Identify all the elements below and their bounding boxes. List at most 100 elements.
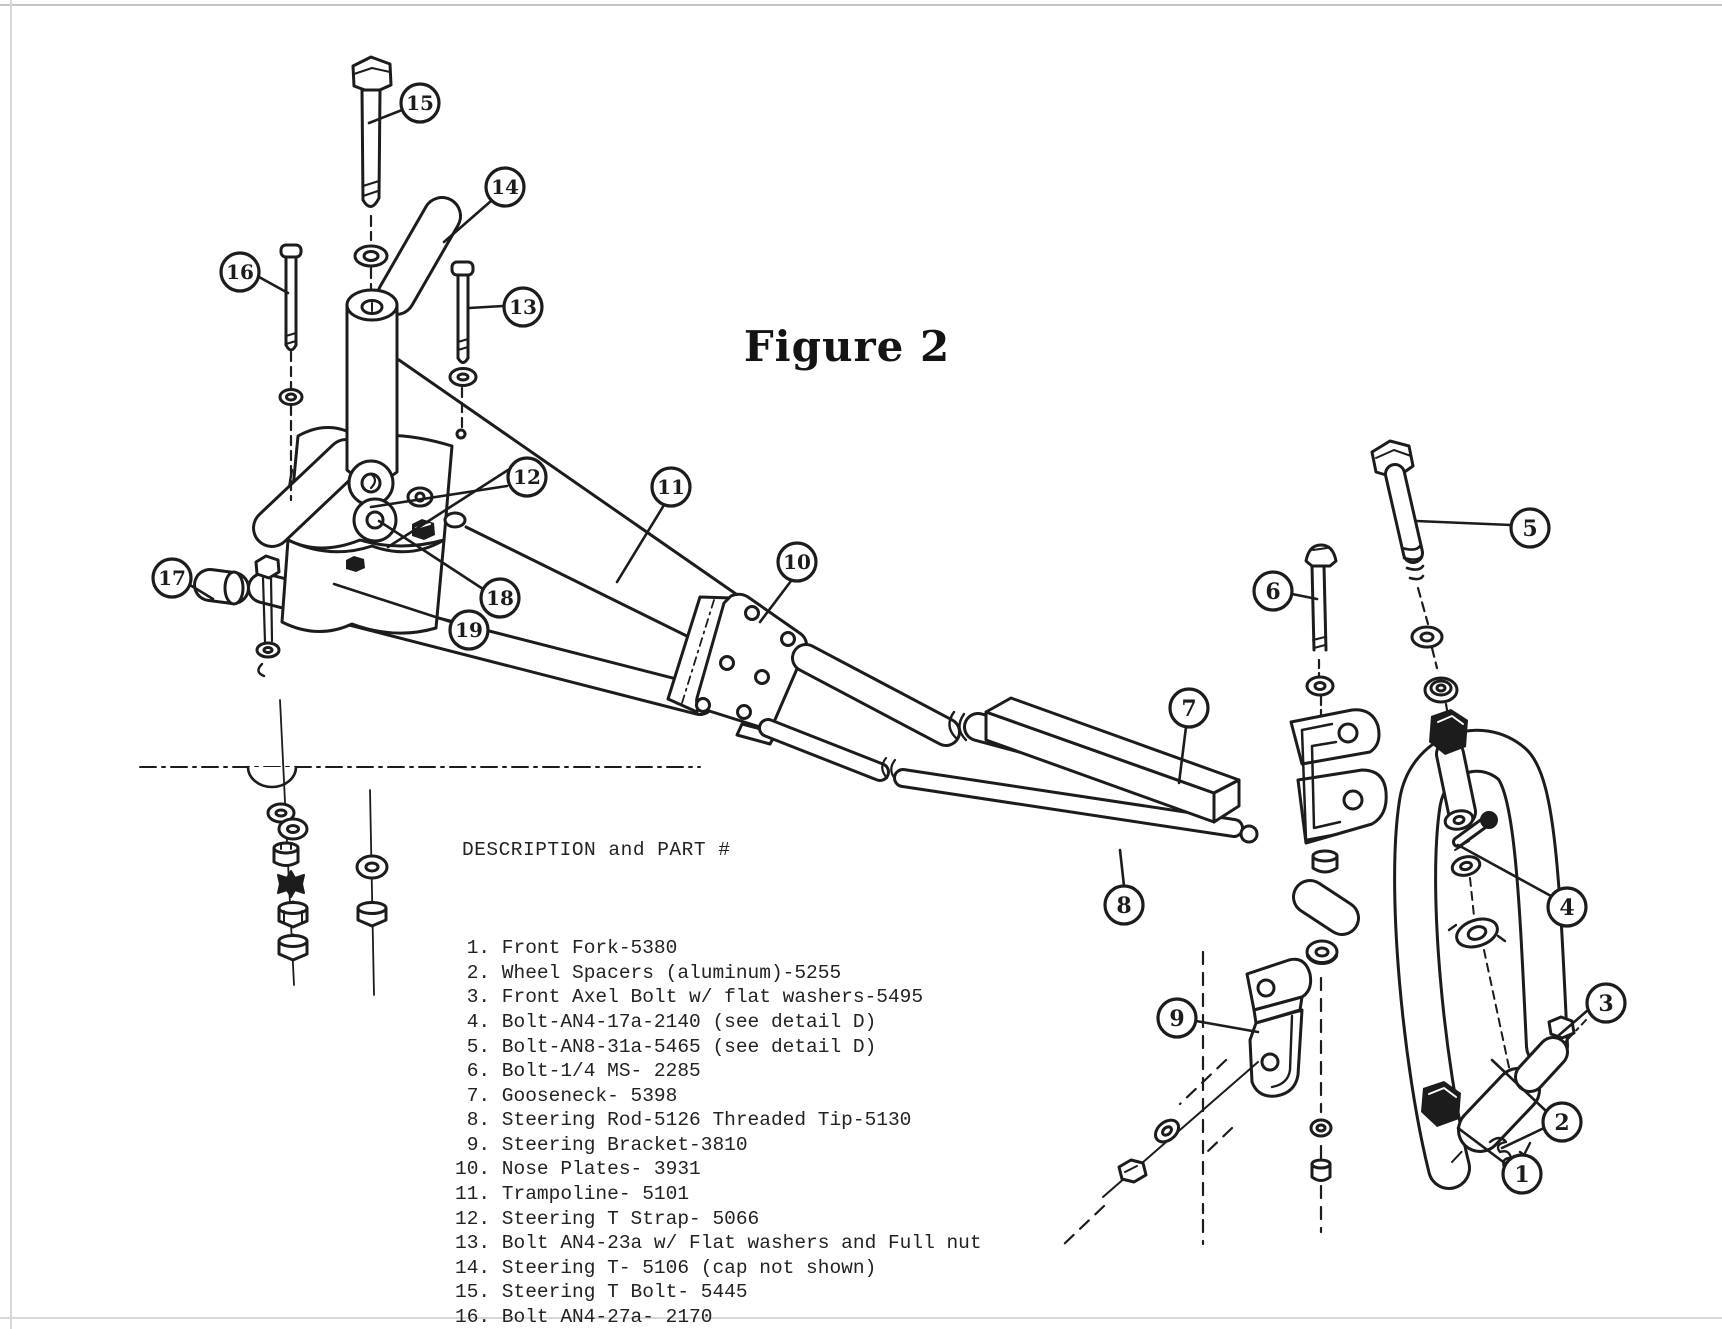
- bolt-13: [448, 260, 478, 440]
- callout-circle: [1546, 886, 1588, 928]
- callout-circle: [776, 541, 818, 583]
- callout-leader-line: [1414, 519, 1513, 527]
- callout-17: 17: [151, 557, 215, 601]
- part-list-item: 1. Front Fork-5380: [455, 937, 678, 960]
- part-list-item: 3. Front Axel Bolt w/ flat washers-5495: [455, 986, 924, 1009]
- figure-title: Figure 2: [743, 322, 951, 371]
- part-list-item: 13. Bolt AN4-23a w/ Flat washers and Ful…: [455, 1232, 982, 1255]
- part-list-item: 10. Nose Plates- 3931: [455, 1158, 701, 1181]
- callout-number: 17: [158, 566, 186, 590]
- callout-number: 4: [1559, 895, 1574, 921]
- callout-leader-line: [369, 484, 509, 509]
- callout-leader-line: [332, 582, 453, 624]
- callout-leader-line: [367, 108, 404, 125]
- callout-circle: [1585, 982, 1627, 1024]
- scan-edge-bottom: [0, 1317, 1722, 1319]
- callout-11: 11: [615, 466, 692, 584]
- callout-leader-line: [1556, 1008, 1590, 1038]
- callout-number: 7: [1181, 696, 1196, 722]
- scan-edge-top: [0, 4, 1722, 6]
- kingpin-bolt: [254, 554, 281, 678]
- callout-circle: [506, 456, 548, 498]
- parts-list-items: 1. Front Fork-5380 2. Wheel Spacers (alu…: [455, 936, 982, 1329]
- callout-leader-line: [1456, 1126, 1508, 1166]
- part-list-item: 8. Steering Rod-5126 Threaded Tip-5130: [455, 1109, 912, 1132]
- gooseneck-7: [984, 696, 1241, 824]
- bolt-16: [278, 243, 304, 502]
- construction-dashes: [1060, 950, 1333, 1248]
- callout-circle: [1103, 884, 1145, 926]
- callout-number: 8: [1116, 893, 1131, 919]
- callout-circle: [399, 82, 441, 124]
- callout-leader-line: [188, 583, 215, 601]
- rod-end-hardware: [1292, 849, 1360, 966]
- axle-and-spacers: [1421, 1015, 1587, 1172]
- centerlines-left: [139, 765, 701, 789]
- callout-leader-line: [758, 579, 793, 624]
- part-list-item: 12. Steering T Strap- 5066: [455, 1207, 760, 1230]
- callout-leader-line: [377, 519, 485, 591]
- callout-circle: [650, 466, 692, 508]
- callout-number: 14: [491, 175, 519, 199]
- callout-leader-line: [1118, 848, 1126, 888]
- callout-circle: [484, 166, 526, 208]
- callout-leader-line: [1490, 1058, 1548, 1113]
- callout-leader-line: [1177, 725, 1188, 785]
- callout-number: 15: [406, 91, 434, 115]
- callout-circle: [1168, 687, 1210, 729]
- fork-steering-arm: [1429, 709, 1477, 831]
- part-list-item: 6. Bolt-1/4 MS- 2285: [455, 1060, 701, 1083]
- part-list-item: 4. Bolt-AN4-17a-2140 (see detail D): [455, 1011, 877, 1033]
- callout-circle: [1501, 1153, 1543, 1195]
- callout-leader-line: [386, 468, 510, 549]
- callout-number: 11: [657, 475, 685, 499]
- callout-number: 10: [783, 550, 811, 574]
- callout-number: 5: [1522, 516, 1537, 542]
- part-list-item: 7. Gooseneck- 5398: [455, 1084, 678, 1107]
- callout-leader-line: [257, 275, 290, 295]
- steering-head-tube: [345, 288, 399, 483]
- callout-number: 16: [226, 260, 254, 284]
- part-list-item: 14. Steering T- 5106 (cap not shown): [455, 1256, 877, 1279]
- callout-number: 18: [486, 586, 514, 610]
- callout-leader-line: [467, 304, 505, 310]
- parts-list-header: DESCRIPTION and PART #: [462, 839, 731, 862]
- callout-number: 19: [455, 618, 483, 642]
- callout-circle: [1252, 570, 1294, 612]
- callout-circle: [1509, 507, 1551, 549]
- callout-10: 10: [758, 541, 818, 624]
- steering-washers: [347, 459, 398, 543]
- scan-edge-left: [10, 0, 12, 1329]
- callout-5: 5: [1414, 507, 1551, 549]
- callout-number: 9: [1169, 1006, 1184, 1032]
- callout-circle: [448, 609, 490, 651]
- callout-leader-line: [1194, 1019, 1260, 1034]
- callout-12: 12: [369, 456, 548, 549]
- callout-number: 2: [1554, 1110, 1569, 1136]
- callout-7: 7: [1168, 687, 1210, 785]
- kingpin-hardware-stack: [266, 699, 309, 986]
- callout-4: 4: [1456, 843, 1588, 928]
- callout-circle: [219, 251, 261, 293]
- callout-16: 16: [219, 251, 290, 295]
- part-list-item: 16. Bolt AN4-27a- 2170: [455, 1305, 713, 1328]
- callout-8: 8: [1103, 848, 1145, 926]
- callout-number: 1: [1514, 1162, 1529, 1188]
- callout-number: 3: [1598, 991, 1613, 1017]
- callout-19: 19: [332, 582, 490, 651]
- fork-inner-hardware: [1447, 855, 1511, 1073]
- part-list-item: 15. Steering T Bolt- 5445: [455, 1281, 748, 1304]
- gooseneck-clevis: [1289, 708, 1388, 845]
- callout-number: 13: [509, 295, 537, 319]
- callout-13: 13: [467, 286, 544, 328]
- callout-leader-line: [1290, 592, 1319, 601]
- callout-leader-line: [442, 199, 493, 244]
- callout-1: 1: [1456, 1126, 1543, 1195]
- steering-rod-8: [758, 718, 1259, 844]
- bracket-mount-hardware: [1117, 1118, 1181, 1184]
- callout-circle: [1156, 997, 1198, 1039]
- second-hardware-stack: [355, 789, 389, 996]
- callout-leader-line: [1456, 843, 1553, 898]
